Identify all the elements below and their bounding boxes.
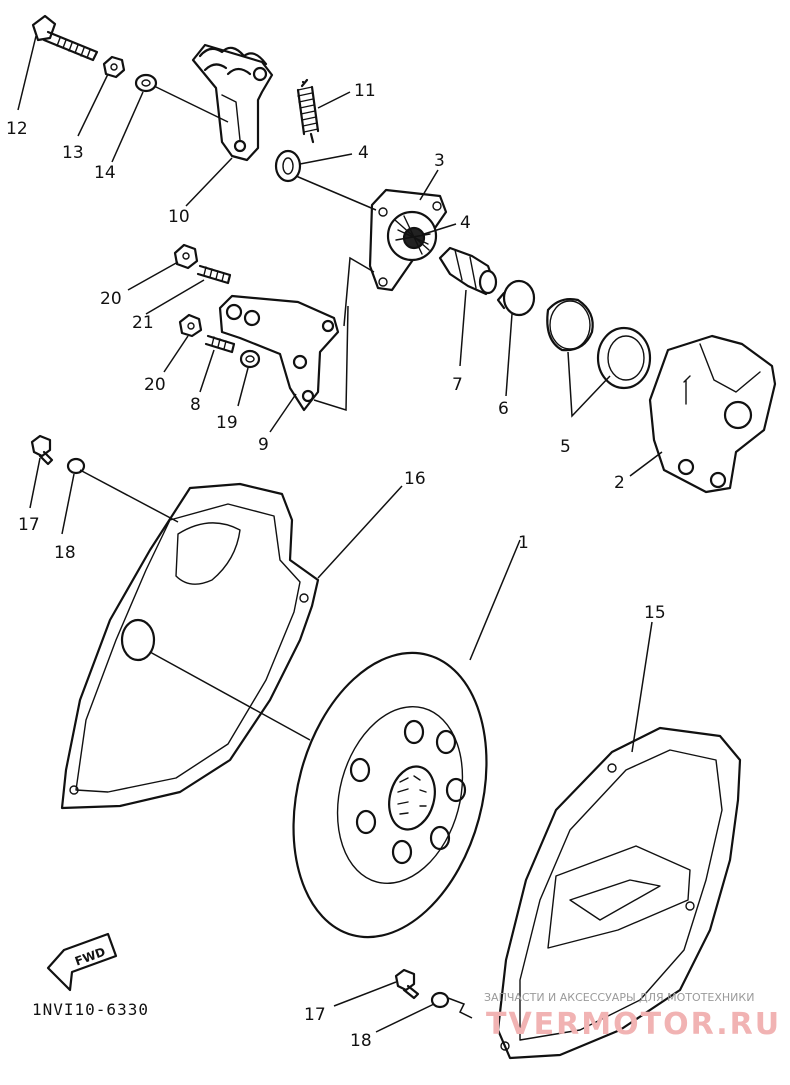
callout-20-lower: 20: [144, 375, 166, 395]
callout-11: 11: [354, 81, 376, 101]
part-4-seal-upper: [274, 149, 302, 183]
part-15-caliper-cover: [496, 726, 742, 1060]
part-21-stud: [196, 264, 232, 285]
callout-4-upper: 4: [358, 143, 369, 163]
part-12-bolt: [31, 14, 99, 62]
callout-12: 12: [6, 119, 28, 139]
callout-9: 9: [258, 435, 269, 455]
part-1-brake-disc: [292, 651, 488, 939]
callout-20-upper: 20: [100, 289, 122, 309]
part-18-washer-upper: [66, 457, 86, 475]
leader-lines: [17, 35, 663, 1033]
callout-6: 6: [498, 399, 509, 419]
callout-21: 21: [132, 313, 154, 333]
callout-18-lower: 18: [350, 1031, 372, 1051]
part-9-support-bracket: [218, 294, 340, 412]
callout-14: 14: [94, 163, 116, 183]
callout-13: 13: [62, 143, 84, 163]
part-20-nut-lower: [178, 313, 203, 338]
part-3-cover-plate: [368, 188, 448, 292]
part-8-stud: [204, 334, 236, 354]
callout-17-upper: 17: [18, 515, 40, 535]
callout-5: 5: [560, 437, 571, 457]
part-5-piston-set: [546, 298, 652, 390]
part-2-caliper: [648, 334, 777, 494]
part-11-spring: [296, 78, 320, 144]
callout-4-lower: 4: [460, 213, 471, 233]
part-10-bracket: [191, 43, 274, 162]
callout-16: 16: [404, 469, 426, 489]
callout-7: 7: [452, 375, 463, 395]
callout-8: 8: [190, 395, 201, 415]
part-16-disc-cover: [60, 482, 320, 810]
watermark: ЗАПЧАСТИ И АКСЕССУАРЫ ДЛЯ МОТОТЕХНИКИ TV…: [484, 991, 781, 1042]
part-7-piston: [438, 246, 498, 296]
callout-labels: 12 13 14 10 11 4 3 4 7 6 5 2 20 21 20 8 …: [6, 81, 666, 1051]
part-18-washer-lower: [430, 991, 450, 1009]
diagram-code: 1NVI10-6330: [32, 1000, 149, 1019]
part-6-boot: [496, 279, 536, 317]
callout-3: 3: [434, 151, 445, 171]
watermark-tagline: ЗАПЧАСТИ И АКСЕССУАРЫ ДЛЯ МОТОТЕХНИКИ: [484, 991, 754, 1004]
part-20-nut-upper: [173, 243, 199, 270]
callout-18-upper: 18: [54, 543, 76, 563]
part-13-nut: [102, 55, 126, 79]
callout-17-lower: 17: [304, 1005, 326, 1025]
callout-1: 1: [518, 533, 529, 553]
callout-15: 15: [644, 603, 666, 623]
part-17-screw-upper: [30, 434, 54, 466]
watermark-brand: TVERMOTOR.RU: [486, 1007, 781, 1042]
callout-19: 19: [216, 413, 238, 433]
fwd-arrow-badge: FWD: [46, 932, 118, 992]
callout-2: 2: [614, 473, 625, 493]
callout-10: 10: [168, 207, 190, 227]
part-17-screw-lower: [394, 968, 420, 1000]
part-19-washer: [239, 349, 261, 369]
part-14-washer: [134, 73, 158, 93]
